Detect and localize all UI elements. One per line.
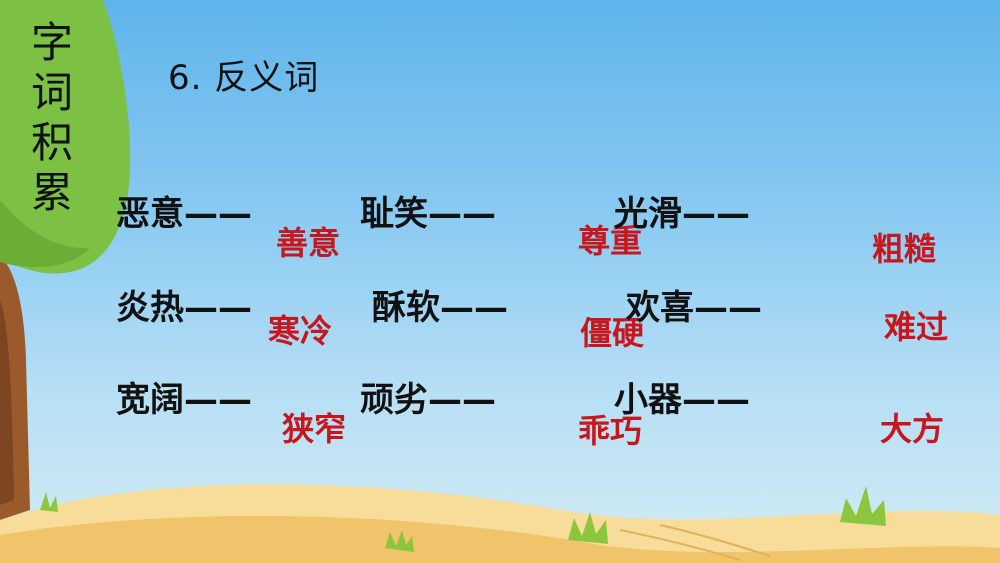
grass-tuft	[385, 530, 414, 552]
tree-trunk-shade	[0, 300, 14, 505]
antonym-answer: 粗糙	[872, 230, 937, 268]
antonym-answer: 寒冷	[268, 312, 333, 350]
grass-tuft	[40, 492, 58, 512]
antonym-word: 小器——	[614, 380, 750, 420]
side-title-char: 累	[30, 168, 73, 217]
side-title-char: 字	[30, 18, 73, 67]
antonym-word: 炎热——	[116, 288, 252, 328]
antonym-word: 光滑——	[614, 194, 750, 234]
antonym-answer: 难过	[884, 308, 949, 346]
antonym-answer: 乖巧	[578, 412, 643, 450]
antonym-answer: 狭窄	[282, 410, 347, 448]
antonym-word: 顽劣——	[360, 380, 496, 420]
antonym-answer: 僵硬	[580, 314, 645, 352]
section-heading: 6. 反义词	[168, 58, 320, 98]
antonym-answer: 善意	[276, 224, 341, 262]
tree-canopy-shade	[0, 200, 90, 268]
antonym-answer: 尊重	[578, 222, 643, 260]
sand-dune-front	[0, 515, 1000, 563]
sand-ripple	[619, 529, 741, 561]
sand-ripple	[659, 524, 771, 557]
antonym-word: 耻笑——	[360, 194, 496, 234]
grass-tuft	[840, 486, 886, 526]
antonym-answer: 大方	[880, 410, 945, 448]
side-title-char: 词	[30, 68, 73, 117]
antonym-word: 宽阔——	[116, 380, 252, 420]
side-title-char: 积	[30, 118, 73, 167]
antonym-word: 恶意——	[116, 194, 252, 234]
tree-canopy	[0, 0, 131, 274]
grass-tuft	[568, 512, 608, 544]
antonym-word: 欢喜——	[626, 288, 762, 328]
antonym-word: 酥软——	[372, 288, 508, 328]
side-title: 字 词 积 累	[24, 18, 80, 218]
